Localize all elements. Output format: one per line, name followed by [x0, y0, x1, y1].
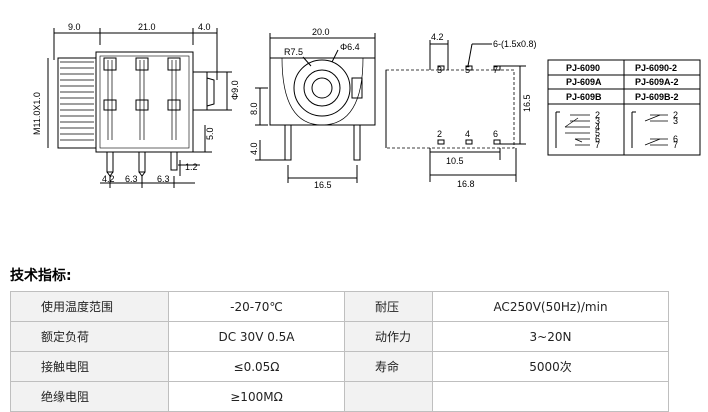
schem-left-pin: 5	[595, 128, 600, 138]
table-row: 使用温度范围 -20-70℃ 耐压 AC250V(50Hz)/min	[10, 291, 669, 322]
schem-left-pin: 4	[595, 122, 600, 132]
schem-right-pin: 7	[673, 140, 678, 150]
front-height-4: 4.0	[249, 142, 259, 155]
spec-title: 技术指标:	[10, 268, 72, 284]
spec-value: DC 30V 0.5A	[168, 321, 345, 352]
dim-6-3-a: 6.3	[125, 174, 138, 184]
front-radius: R7.5	[284, 47, 303, 57]
dim-4-0: 4.0	[198, 22, 211, 32]
pin-4: 4	[465, 129, 470, 139]
front-hole: Φ6.4	[340, 42, 360, 52]
schem-left-pin: 7	[595, 140, 600, 150]
drawing-labels: 9.0 21.0 4.0 M11.0X1.0 Φ9.0 5.0 4.2 6.3 …	[32, 22, 679, 190]
front-view	[255, 33, 376, 183]
dim-1-2: 1.2	[185, 162, 198, 172]
spec-value: ≥100MΩ	[168, 381, 345, 412]
spec-value: -20-70℃	[168, 291, 345, 322]
bottom-dim-4-2: 4.2	[431, 32, 444, 42]
spec-label: 耐压	[344, 291, 433, 322]
bottom-holes: 6-(1.5x0.8)	[493, 39, 537, 49]
table-row: 额定负荷 DC 30V 0.5A 动作力 3~20N	[10, 321, 669, 352]
spec-label: 动作力	[344, 321, 433, 352]
spec-label: 绝缘电阻	[10, 381, 169, 412]
spec-value: AC250V(50Hz)/min	[432, 291, 669, 322]
table-row: 绝缘电阻 ≥100MΩ	[10, 381, 669, 412]
bottom-dim-10-5: 10.5	[446, 156, 464, 166]
table-row: 接触电阻 ≤0.05Ω 寿命 5000次	[10, 351, 669, 382]
pin-7: 7	[493, 65, 498, 75]
schem-right-pin: 2	[673, 110, 678, 120]
pin-3: 3	[437, 65, 442, 75]
thread-label: M11.0X1.0	[32, 92, 42, 135]
spec-label: 寿命	[344, 351, 433, 382]
schem-right-pin: 6	[673, 134, 678, 144]
front-bottom-width: 16.5	[314, 180, 332, 190]
pin-5: 5	[465, 65, 470, 75]
spec-value: ≤0.05Ω	[168, 351, 345, 382]
spec-value: 3~20N	[432, 321, 669, 352]
model-pj-6090: PJ-6090	[566, 63, 600, 73]
pin-6: 6	[493, 129, 498, 139]
model-pj-609a-2: PJ-609A-2	[635, 77, 679, 87]
dim-5-0: 5.0	[205, 127, 215, 140]
dim-phi-9: Φ9.0	[230, 80, 240, 100]
side-view	[47, 28, 232, 188]
spec-label: 使用温度范围	[10, 291, 169, 322]
model-pj-609a: PJ-609A	[566, 77, 602, 87]
dim-21-0: 21.0	[138, 22, 156, 32]
technical-drawing: 9.0 21.0 4.0 M11.0X1.0 Φ9.0 5.0 4.2 6.3 …	[32, 22, 701, 190]
spec-label	[344, 381, 433, 412]
model-pj-609b: PJ-609B	[566, 92, 602, 102]
front-width: 20.0	[312, 27, 330, 37]
spec-label: 额定负荷	[10, 321, 169, 352]
dim-6-3-b: 6.3	[157, 174, 170, 184]
bottom-view	[385, 40, 526, 182]
model-pj-6090-2: PJ-6090-2	[635, 63, 677, 73]
spec-label: 接触电阻	[10, 351, 169, 382]
bottom-dim-16-8: 16.8	[457, 179, 475, 189]
dim-9-0: 9.0	[68, 22, 81, 32]
dim-4-2: 4.2	[102, 174, 115, 184]
schem-left-pin: 2	[595, 110, 600, 120]
spec-value	[432, 381, 669, 412]
front-height-8: 8.0	[249, 102, 259, 115]
model-table	[547, 59, 701, 156]
pin-2: 2	[437, 129, 442, 139]
bottom-height: 16.5	[522, 94, 532, 112]
spec-table: 使用温度范围 -20-70℃ 耐压 AC250V(50Hz)/min 额定负荷 …	[10, 291, 669, 412]
spec-value: 5000次	[432, 351, 669, 382]
model-pj-609b-2: PJ-609B-2	[635, 92, 679, 102]
schem-left-pin: 6	[595, 134, 600, 144]
schem-right-pin: 3	[673, 116, 678, 126]
schem-left-pin: 3	[595, 116, 600, 126]
